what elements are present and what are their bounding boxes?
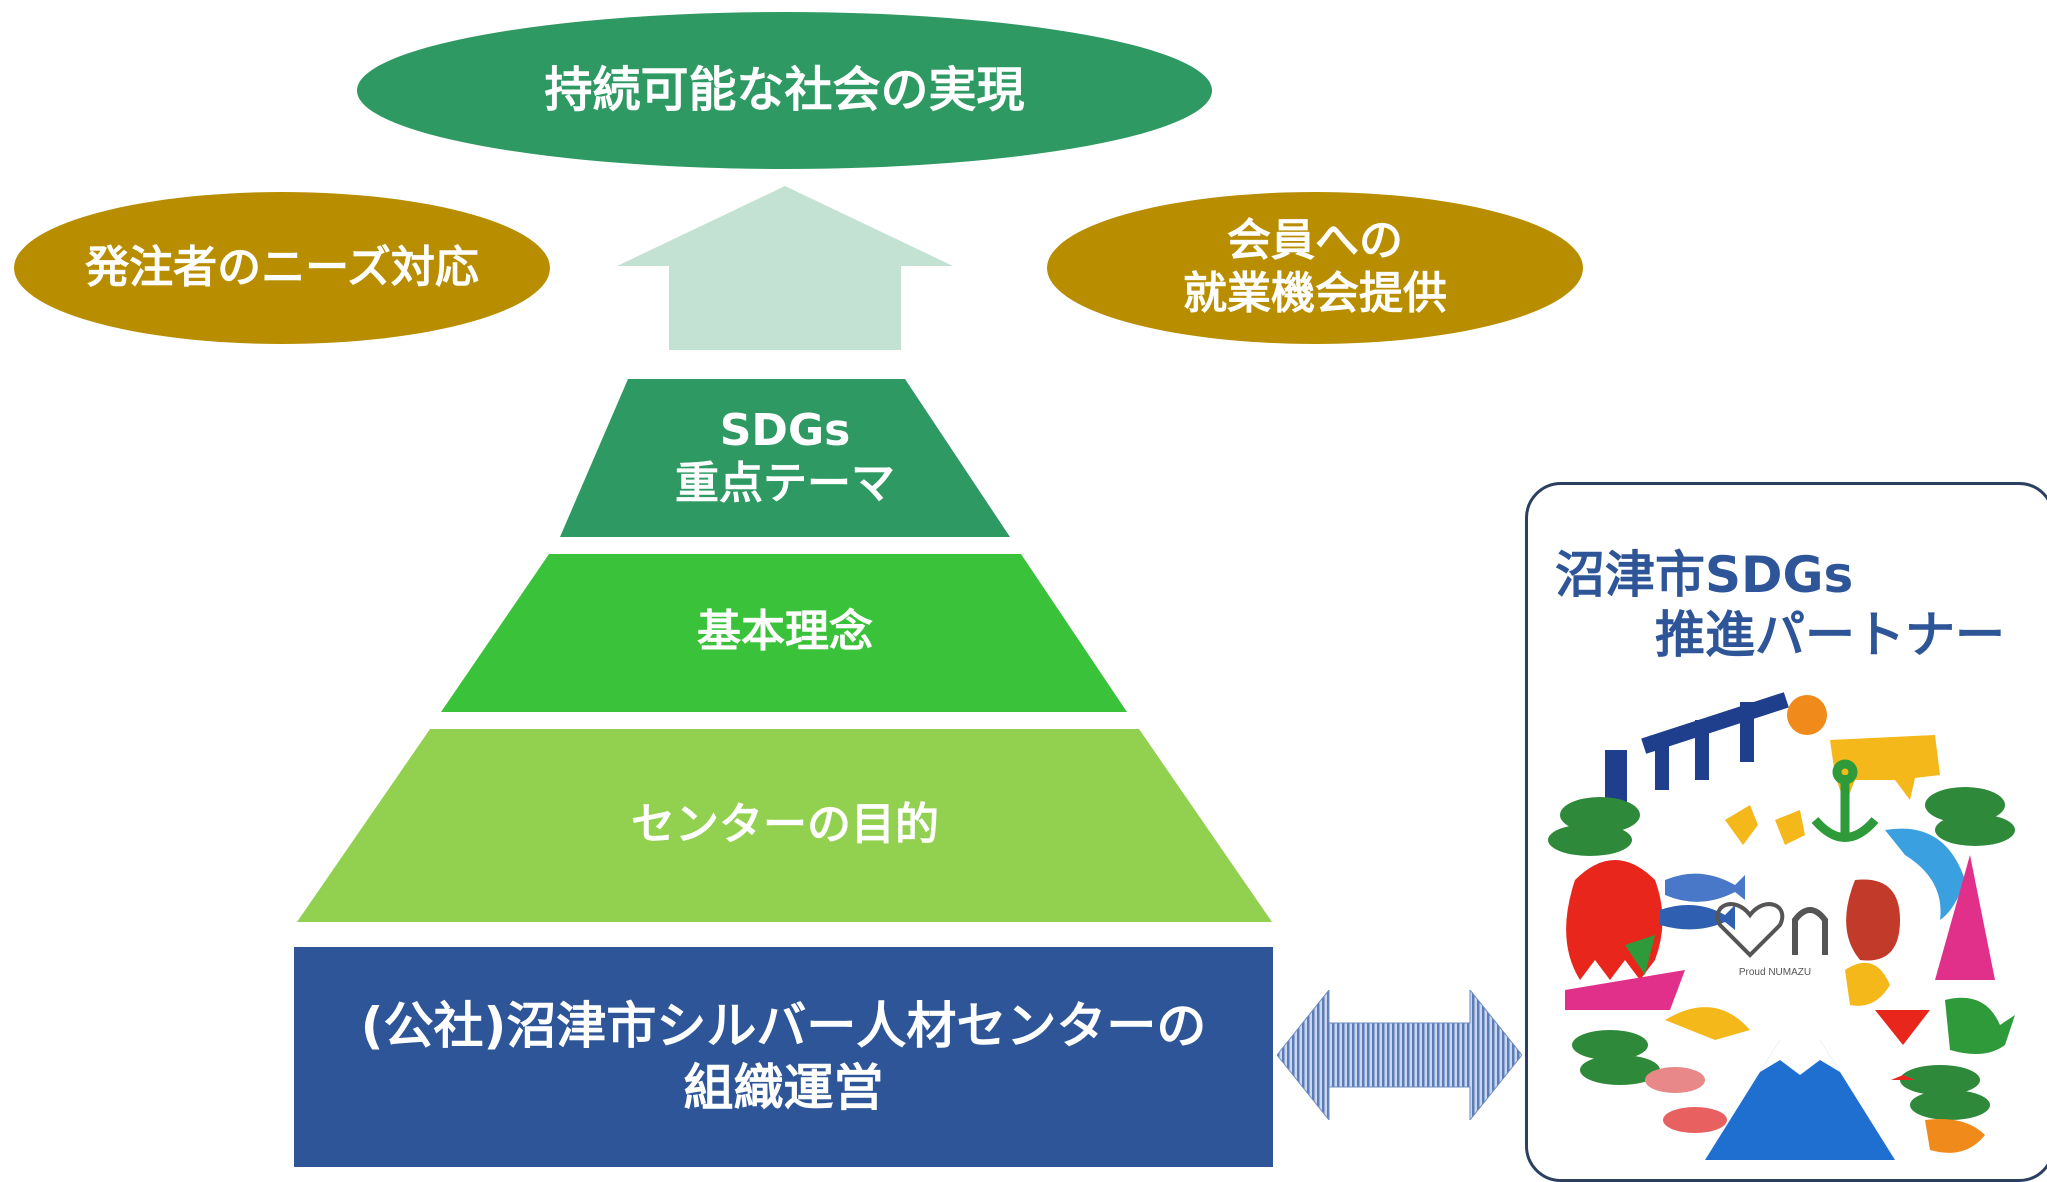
tier-philosophy-label: 基本理念 bbox=[445, 555, 1125, 710]
partner-title-line2: 推進パートナー bbox=[1655, 606, 2005, 664]
windsurf-icon bbox=[1935, 855, 1995, 980]
partner-title: 沼津市SDGs 推進パートナー bbox=[1555, 545, 2035, 665]
goal-label: 持続可能な社会の実現 bbox=[544, 61, 1025, 118]
bird-icon bbox=[1665, 1007, 1750, 1040]
bridge-icon bbox=[1605, 692, 1789, 820]
proud-numazu-logo: Proud NUMAZU bbox=[1548, 692, 2015, 1160]
needs-label: 発注者のニーズ対応 bbox=[85, 241, 479, 293]
heart-icon bbox=[1715, 902, 1785, 958]
tier-sdgs-line1: SDGs bbox=[719, 405, 851, 457]
logo-text: Proud NUMAZU bbox=[1739, 967, 1811, 978]
double-arrow-icon bbox=[1277, 990, 1522, 1120]
needs-ellipse: 発注者のニーズ対応 bbox=[14, 192, 550, 344]
canoe-icon bbox=[1565, 970, 1685, 1010]
shell-icon bbox=[1845, 962, 1890, 1006]
tier-sdgs-label: SDGs 重点テーマ bbox=[560, 378, 1010, 538]
canoe-paddler-icon bbox=[1625, 935, 1655, 975]
opportunity-ellipse: 会員への 就業機会提供 bbox=[1047, 192, 1583, 344]
crab-icon bbox=[1846, 879, 1900, 961]
cocktail-icon bbox=[1875, 1010, 1930, 1080]
tier-purpose-text: センターの目的 bbox=[631, 799, 939, 851]
anchor-icon bbox=[1811, 759, 1879, 842]
sushi-icon bbox=[1645, 1067, 1727, 1133]
mount-fuji-snow-icon bbox=[1760, 1040, 1840, 1075]
partner-title-line1: 沼津市SDGs bbox=[1555, 546, 1854, 604]
bowl-icon bbox=[1925, 1119, 1985, 1153]
opportunity-label-line2: 就業機会提供 bbox=[1183, 268, 1447, 319]
base-label-line2: 組織運営 bbox=[683, 1059, 884, 1117]
pine-icon-bottom-left bbox=[1572, 1030, 1660, 1085]
base-label-line1: (公社)沼津市シルバー人材センターの bbox=[360, 996, 1207, 1055]
players-icon bbox=[1725, 805, 1805, 845]
tier-purpose-label: センターの目的 bbox=[300, 728, 1270, 923]
tier-philosophy-text: 基本理念 bbox=[697, 606, 873, 658]
orange-icon bbox=[1787, 695, 1827, 735]
opportunity-label-line1: 会員への bbox=[1227, 215, 1403, 267]
goal-ellipse: 持続可能な社会の実現 bbox=[357, 12, 1212, 169]
teapot-icon bbox=[1945, 997, 2015, 1054]
pine-icon-left bbox=[1548, 797, 1640, 856]
up-arrow-icon bbox=[617, 186, 953, 350]
tier-sdgs-line2: 重点テーマ bbox=[675, 458, 895, 509]
n-icon bbox=[1792, 907, 1828, 955]
pyramid-tier-philosophy bbox=[441, 554, 1127, 712]
organization-base-box: (公社)沼津市シルバー人材センターの 組織運営 bbox=[294, 947, 1273, 1167]
pyramid-tier-purpose bbox=[297, 729, 1272, 922]
cow-icon bbox=[1830, 735, 1940, 805]
pine-icon-bottom-right bbox=[1900, 1065, 1990, 1120]
dolphin-icon bbox=[1885, 828, 1965, 920]
pyramid-tier-sdgs bbox=[560, 379, 1010, 537]
mount-fuji-icon bbox=[1705, 1040, 1895, 1160]
fish-icon-2 bbox=[1660, 905, 1735, 930]
fish-icon bbox=[1665, 873, 1745, 902]
pine-icon-right bbox=[1925, 787, 2015, 846]
